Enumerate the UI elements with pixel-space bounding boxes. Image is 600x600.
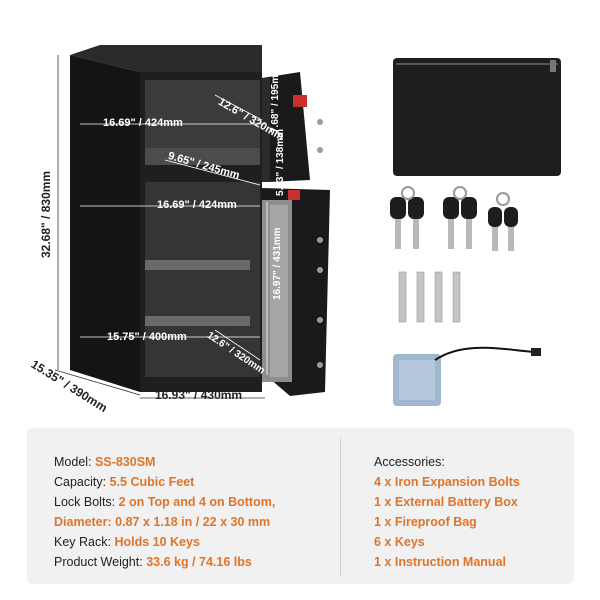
accessories-heading: Accessories: [374, 455, 445, 469]
spec-value: 5.5 Cubic Feet [109, 475, 195, 489]
accessory-qty: 1 x [374, 515, 392, 529]
spec-lock-bolts: Lock Bolts: 2 on Top and 4 on Bottom, [54, 495, 275, 509]
spec-label: Key Rack: [54, 535, 111, 549]
spec-value: SS-830SM [95, 455, 156, 469]
spec-label: Diameter: [54, 515, 112, 529]
lower-height-label: 16.97" / 431mm [272, 227, 283, 300]
top-height-label: 7.68" / 195mm [270, 65, 281, 133]
spec-label: Lock Bolts: [54, 495, 116, 509]
accessory-qty: 1 x [374, 555, 392, 569]
accessory-name: Iron Expansion Bolts [394, 475, 520, 489]
spec-panel [27, 428, 574, 584]
accessory-name: External Battery Box [394, 495, 518, 509]
spec-weight: Product Weight: 33.6 kg / 74.16 lbs [54, 555, 252, 569]
spec-value: 0.87 x 1.18 in / 22 x 30 mm [115, 515, 271, 529]
accessory-item: 4 x Iron Expansion Bolts [374, 475, 520, 489]
accessory-item: 1 x Fireproof Bag [374, 515, 477, 529]
spec-capacity: Capacity: 5.5 Cubic Feet [54, 475, 194, 489]
spec-diameter: Diameter: 0.87 x 1.18 in / 22 x 30 mm [54, 515, 270, 529]
spec-label: Model: [54, 455, 92, 469]
accessory-item: 1 x External Battery Box [374, 495, 518, 509]
spec-model: Model: SS-830SM [54, 455, 155, 469]
spec-value: Holds 10 Keys [114, 535, 200, 549]
lower-width-label: 16.69" / 424mm [157, 199, 237, 211]
safe-illustration [54, 45, 330, 399]
spec-divider [340, 437, 341, 577]
spec-label: Capacity: [54, 475, 107, 489]
bottom-width-label: 15.75" / 400mm [107, 331, 187, 343]
accessory-qty: 4 x [374, 475, 392, 489]
spec-value: 33.6 kg / 74.16 lbs [146, 555, 252, 569]
width-outer-label: 16.93" / 430mm [155, 388, 243, 402]
middle-height-label: 5.43" / 138mm [275, 128, 286, 196]
top-width-label: 16.69" / 424mm [103, 117, 183, 129]
spec-key-rack: Key Rack: Holds 10 Keys [54, 535, 200, 549]
spec-value: 2 on Top and 4 on Bottom, [118, 495, 276, 509]
keys-image [390, 186, 518, 251]
accessory-name: Fireproof Bag [394, 515, 477, 529]
accessory-name: Keys [394, 535, 425, 549]
expansion-bolts-image [398, 271, 461, 323]
height-outer-label: 32.68" / 830mm [39, 170, 53, 258]
accessory-name: Instruction Manual [394, 555, 506, 569]
battery-box-image [393, 346, 541, 406]
fireproof-bag-image [393, 58, 561, 176]
accessory-item: 6 x Keys [374, 535, 425, 549]
accessory-item: 1 x Instruction Manual [374, 555, 506, 569]
spec-label: Product Weight: [54, 555, 143, 569]
accessory-qty: 1 x [374, 495, 392, 509]
accessory-qty: 6 x [374, 535, 392, 549]
